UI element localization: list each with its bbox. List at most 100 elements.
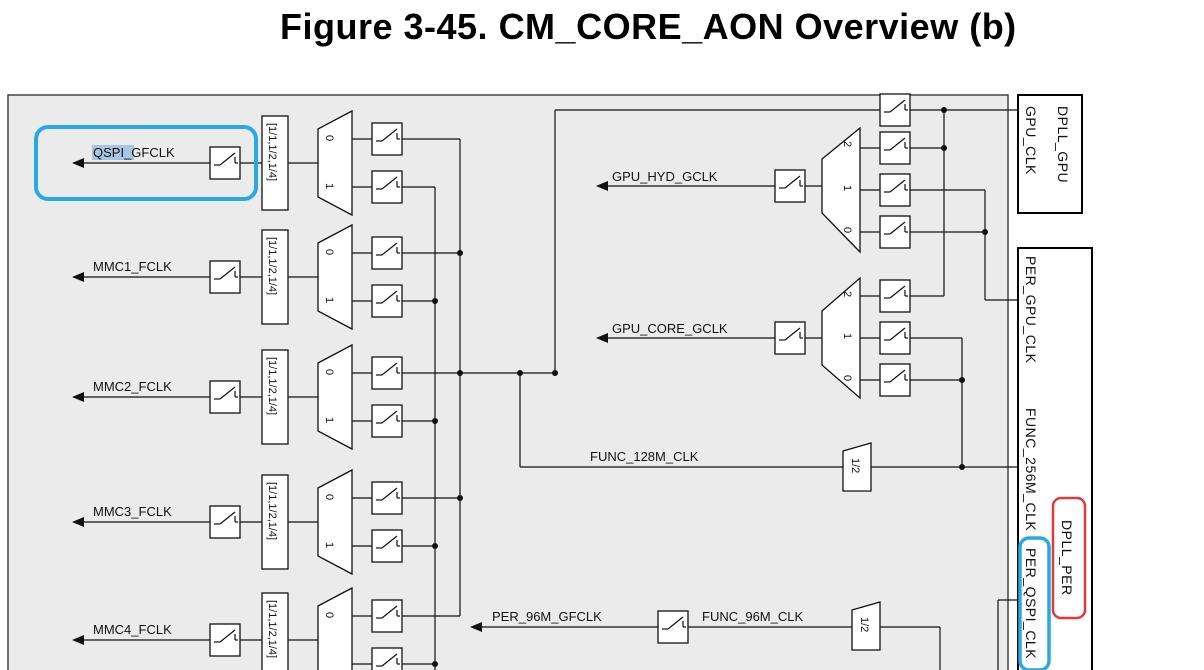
mux-shape xyxy=(821,126,861,254)
clock-gate-icon xyxy=(879,363,911,397)
clock-gate-icon xyxy=(209,260,241,294)
func-128m-path: FUNC_128M_CLK 1/2 xyxy=(590,442,872,492)
divider-box xyxy=(261,474,289,570)
clock-gate-icon xyxy=(879,321,911,355)
clock-gate-icon xyxy=(879,131,911,165)
clock-gate-icon xyxy=(371,122,403,156)
wire-network xyxy=(84,109,1018,670)
mux-input-label: 0 xyxy=(323,369,335,375)
junction-dot xyxy=(457,495,463,501)
junction-dot xyxy=(982,229,988,235)
junction-dot xyxy=(432,418,438,424)
junction-dot xyxy=(432,543,438,549)
left-arrow-icon xyxy=(72,517,84,527)
clock-gate-icon xyxy=(209,380,241,414)
signal-label: PER_96M_GFCLK xyxy=(492,609,602,624)
mux-input-label: 0 xyxy=(841,375,853,381)
signal-label: MMC2_FCLK xyxy=(93,379,172,394)
gpu-core-gclk-cluster: GPU_CORE_GCLK 2 1 0 xyxy=(596,276,911,400)
junction-dot xyxy=(959,377,965,383)
left-arrow-icon xyxy=(470,622,482,632)
clock-gate-icon xyxy=(371,599,403,633)
left-arrow-icon xyxy=(596,333,608,343)
left-arrow-icon xyxy=(596,181,608,191)
junction-dots xyxy=(432,107,988,667)
signal-label: FUNC_96M_CLK xyxy=(702,609,803,624)
clock-gate-icon xyxy=(209,146,241,180)
dpll-gpu-box-outline xyxy=(1017,94,1083,214)
junction-dot xyxy=(959,464,965,470)
mux-input-label: 1 xyxy=(323,183,335,189)
junction-dot xyxy=(457,250,463,256)
divider-box xyxy=(261,349,289,445)
func-256m-clk-port-label: FUNC_256M_CLK xyxy=(1023,408,1039,531)
signal-label: QSPI_GFCLK xyxy=(93,145,175,160)
junction-dot xyxy=(552,370,558,376)
mux-shape xyxy=(317,586,353,670)
per-96m-path: PER_96M_GFCLK FUNC_96M_CLK 1/2 xyxy=(470,601,881,651)
mux-input-label: 2 xyxy=(841,141,853,147)
clock-gate-icon xyxy=(371,236,403,270)
dpll-per-box-outline xyxy=(1017,247,1093,670)
divider-label: [1/1,1/2,1/4] xyxy=(266,123,278,181)
mux-shape xyxy=(821,276,861,400)
annotation-highlights xyxy=(34,125,1087,670)
junction-dot xyxy=(432,661,438,667)
clock-gate-icon xyxy=(371,170,403,204)
clock-gate-icon xyxy=(371,284,403,318)
clock-gate-icon xyxy=(879,279,911,313)
signal-label: MMC1_FCLK xyxy=(93,259,172,274)
mux-input-label: 0 xyxy=(323,612,335,618)
junction-dot xyxy=(457,370,463,376)
divider-box xyxy=(261,592,289,670)
qspi-highlight-box xyxy=(34,125,258,201)
clock-gate-icon xyxy=(371,404,403,438)
dpll-per-box: PER_GPU_CLK FUNC_256M_CLK PER_QSPI_CLK D… xyxy=(1017,247,1093,670)
mmc3-fclk-output-row: MMC3_FCLK [1/1,1/2,1/4] 0 1 xyxy=(72,468,403,576)
mux-input-label: 0 xyxy=(323,135,335,141)
left-arrow-icon xyxy=(72,392,84,402)
clock-gate-icon xyxy=(209,623,241,657)
mux-input-label: 1 xyxy=(323,542,335,548)
dpll-per-highlight-box xyxy=(1051,496,1087,620)
junction-dot xyxy=(432,298,438,304)
clock-gate-icon xyxy=(879,215,911,249)
mux-shape xyxy=(317,343,353,451)
divider-box xyxy=(261,229,289,325)
clock-gate-icon xyxy=(774,321,806,355)
divider-label: [1/1,1/2,1/4] xyxy=(266,600,278,658)
per-qspi-clk-port-label: PER_QSPI_CLK xyxy=(1023,548,1039,659)
signal-label: FUNC_128M_CLK xyxy=(590,449,699,464)
mux-input-label: 0 xyxy=(323,494,335,500)
mmc4-fclk-output-row: MMC4_FCLK [1/1,1/2,1/4] 0 xyxy=(72,586,403,670)
figure-title: Figure 3-45. CM_CORE_AON Overview (b) xyxy=(280,6,1017,47)
clock-gate-icon xyxy=(774,169,806,203)
divider-label: [1/1,1/2,1/4] xyxy=(266,357,278,415)
dpll-per-name: DPLL_PER xyxy=(1059,520,1075,596)
mux-input-label: 0 xyxy=(841,227,853,233)
mux-input-label: 2 xyxy=(841,291,853,297)
half-divider-label: 1/2 xyxy=(849,458,861,473)
clock-gate-icon xyxy=(371,356,403,390)
half-divider-box xyxy=(842,442,872,492)
divider-label: [1/1,1/2,1/4] xyxy=(266,482,278,540)
half-divider-label: 1/2 xyxy=(858,617,870,632)
mux-shape xyxy=(317,468,353,576)
mux-input-label: 0 xyxy=(323,249,335,255)
divider-box xyxy=(261,115,289,211)
left-arrow-icon xyxy=(72,272,84,282)
signal-label: MMC3_FCLK xyxy=(93,504,172,519)
junction-dot xyxy=(941,145,947,151)
signal-label: GPU_CORE_GCLK xyxy=(612,321,728,336)
mux-shape xyxy=(317,223,353,331)
mux-input-label: 1 xyxy=(323,297,335,303)
gpu-hyd-gclk-cluster: GPU_HYD_GCLK 2 1 0 xyxy=(596,93,911,254)
dpll-gpu-name: DPLL_GPU xyxy=(1055,106,1071,183)
gpu-clk-port-label: GPU_CLK xyxy=(1023,106,1039,175)
clock-gate-icon xyxy=(209,505,241,539)
mux-input-label: 1 xyxy=(841,333,853,339)
clock-gate-icon xyxy=(657,610,689,644)
half-divider-box xyxy=(851,601,881,651)
clock-gate-icon xyxy=(371,529,403,563)
